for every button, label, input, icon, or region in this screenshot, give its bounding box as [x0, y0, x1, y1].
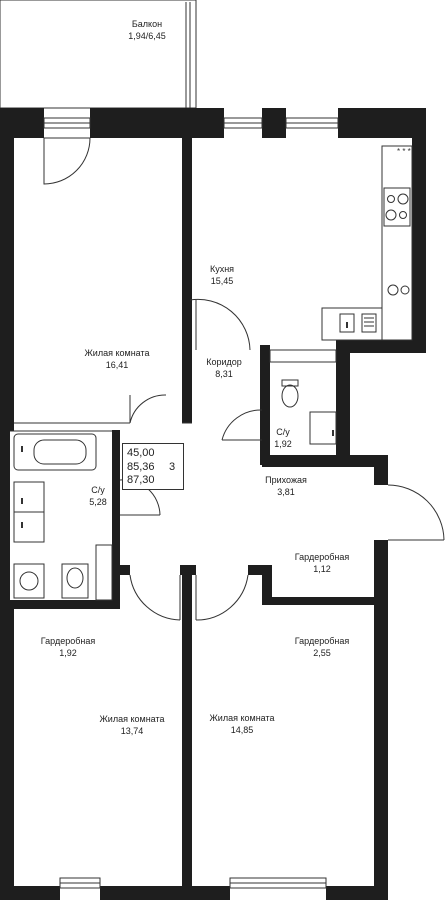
area-values: 45,00 85,36 87,30: [127, 447, 155, 488]
toilet-icon: [281, 384, 299, 408]
room-wardrobe3: Гардеробная 2,55: [295, 635, 349, 659]
room-area: 8,31: [215, 369, 233, 379]
room-name: С/у: [91, 485, 105, 495]
sink-icon: [387, 284, 399, 296]
room-wc-small: С/у 1,92: [274, 426, 292, 450]
room-bath: С/у 5,28: [89, 484, 107, 508]
room-name: Балкон: [131, 19, 163, 29]
room-wardrobe1: Гардеробная 1,12: [295, 551, 349, 575]
room-name: Гардеробная: [294, 552, 350, 562]
room-name: Коридор: [206, 357, 242, 367]
bathtub-icon: [13, 433, 97, 471]
room-area: 2,55: [313, 648, 331, 658]
room-area: 13,74: [120, 726, 144, 736]
room-name: Прихожая: [265, 475, 307, 485]
room-kitchen: Кухня 15,45: [210, 263, 234, 287]
washer-icon: [19, 571, 39, 591]
kitchen-counter: [381, 145, 413, 341]
rooms-count: 3: [169, 461, 176, 473]
room-living1: Жилая комната 16,41: [84, 347, 149, 371]
room-wardrobe2: Гардеробная 1,92: [41, 635, 95, 659]
room-area: 1,92: [59, 648, 77, 658]
balcony-outline: [0, 0, 197, 109]
room-corridor: Коридор 8,31: [206, 356, 242, 380]
svg-text:* * *: * * *: [397, 147, 411, 156]
room-balcony: Балкон 1,94/6,45: [128, 18, 166, 42]
room-area: 1,12: [313, 564, 331, 574]
room-name: Кухня: [209, 264, 235, 274]
room-area: 15,45: [210, 276, 234, 286]
room-living3: Жилая комната 14,85: [209, 712, 274, 736]
room-name: С/у: [276, 427, 290, 437]
stove-icon: [383, 187, 411, 227]
room-name: Гардеробная: [294, 636, 350, 646]
area-total: 85,36: [127, 460, 155, 473]
room-area: 1,94/6,45: [128, 31, 166, 41]
room-hall: Прихожая 3,81: [265, 474, 307, 498]
walls: [0, 108, 426, 900]
area-total-with-balcony: 87,30: [127, 474, 155, 486]
area-living: 45,00: [127, 447, 155, 459]
area-summary: 45,00 85,36 87,30 3: [122, 443, 184, 490]
room-area: 14,85: [230, 725, 254, 735]
room-name: Жилая комната: [84, 348, 150, 358]
room-living2: Жилая комната 13,74: [99, 713, 164, 737]
room-name: Гардеробная: [40, 636, 96, 646]
room-area: 3,81: [277, 487, 295, 497]
room-area: 5,28: [89, 497, 107, 507]
room-name: Жилая комната: [209, 713, 275, 723]
room-name: Жилая комната: [99, 714, 165, 724]
room-area: 1,92: [274, 439, 292, 449]
room-area: 16,41: [105, 360, 129, 370]
